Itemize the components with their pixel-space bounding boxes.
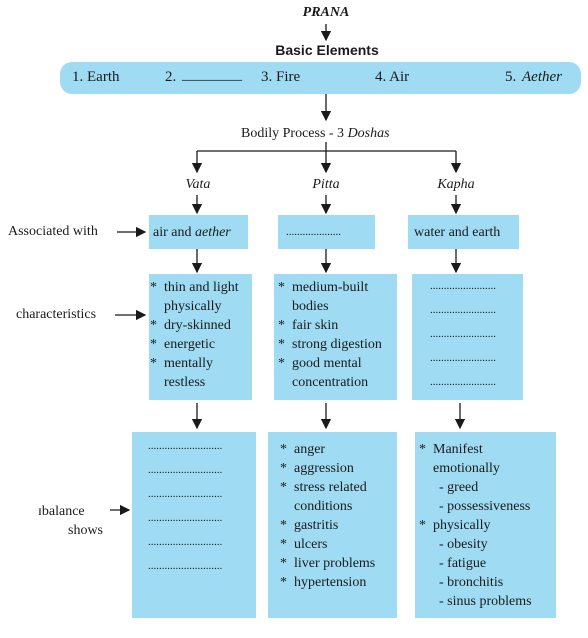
vata-associated-aether: aether — [194, 225, 231, 240]
vata-char-item: dry-skinned — [150, 316, 239, 335]
label-imbalance: ɪbalance — [38, 504, 85, 519]
kapha-imb-item: - obesity — [439, 537, 488, 552]
element-aether: Aether — [522, 69, 562, 85]
kapha-imb-item: - sinus problems — [439, 594, 532, 609]
kapha-associated-text: water and earth — [414, 225, 501, 240]
vata-characteristics-box: thin and light physically dry-skinned en… — [149, 274, 252, 400]
vata-char-item: physically — [164, 299, 222, 314]
pitta-char-item: fair skin — [278, 316, 382, 335]
kapha-imb-item: - bronchitis — [439, 575, 504, 590]
dosha-kapha: Kapha — [437, 177, 475, 192]
vata-char-item: energetic — [150, 335, 239, 354]
pitta-char-item: good mental — [278, 354, 382, 373]
pitta-char-item: strong digestion — [278, 335, 382, 354]
kapha-imb-item: Manifest — [419, 440, 532, 459]
pitta-associated-blank: .................... — [286, 226, 341, 238]
pitta-imb-item: conditions — [294, 499, 353, 514]
vata-associated-text: air and aether — [153, 223, 231, 242]
kapha-imb-item: - possessiveness — [439, 499, 531, 514]
basic-elements-bar — [60, 62, 581, 94]
vata-char-item: mentally — [150, 354, 239, 373]
kapha-imbalance-box: Manifest emotionally - greed - possessiv… — [415, 432, 556, 618]
vata-imb-blank: ........................... — [148, 440, 223, 452]
kapha-characteristics-box: ........................ ...............… — [412, 274, 523, 400]
kapha-associated-box: water and earth — [408, 215, 519, 249]
element-aether-number: 5. — [505, 69, 517, 85]
doshas-word: Doshas — [347, 126, 390, 141]
vata-char-item: thin and light — [150, 278, 239, 297]
pitta-imb-item: liver problems — [280, 554, 375, 573]
pitta-imb-item: aggression — [280, 459, 375, 478]
pitta-imb-item: gastritis — [280, 516, 375, 535]
pitta-char-item: medium-built — [278, 278, 382, 297]
element-air: 4. Air — [375, 69, 410, 85]
element-earth: 1. Earth — [72, 69, 120, 85]
vata-imbalance-box: ........................... ............… — [132, 432, 256, 618]
bodily-process-prefix: Bodily Process - 3 — [241, 126, 348, 141]
dosha-pitta: Pitta — [312, 177, 340, 192]
element-blank-label: 2. — [165, 69, 177, 85]
vata-associated-prefix: air and — [153, 225, 195, 240]
prana-title: PRANA — [302, 5, 350, 20]
kapha-imb-item: physically — [419, 516, 532, 535]
kapha-char-blank: ........................ — [430, 304, 496, 316]
pitta-associated-box: .................... — [278, 215, 375, 249]
pitta-imb-item: hypertension — [280, 573, 375, 592]
kapha-char-blank: ........................ — [430, 352, 496, 364]
basic-elements-heading: Basic Elements — [275, 42, 379, 58]
dosha-vata: Vata — [185, 177, 211, 192]
vata-imb-blank: ........................... — [148, 536, 223, 548]
kapha-imb-item: - fatigue — [439, 556, 487, 571]
vata-imb-blank: ........................... — [148, 464, 223, 476]
kapha-imb-item: - greed — [439, 480, 479, 495]
label-characteristics: characteristics — [16, 307, 97, 322]
pitta-imbalance-box: anger aggression stress related conditio… — [268, 432, 397, 618]
bodily-process-label: Bodily Process - 3 Doshas — [241, 124, 390, 143]
kapha-imb-item: emotionally — [433, 461, 500, 476]
element-blank-line: ________ — [182, 67, 242, 83]
pitta-char-item: bodies — [292, 299, 329, 314]
pitta-imb-item: ulcers — [280, 535, 375, 554]
vata-associated-box: air and aether — [149, 215, 248, 249]
element-fire: 3. Fire — [261, 69, 301, 85]
pitta-char-item: concentration — [292, 375, 369, 390]
kapha-char-blank: ........................ — [430, 376, 496, 388]
label-imbalance-shows: shows — [68, 523, 104, 538]
vata-imb-blank: ........................... — [148, 512, 223, 524]
kapha-char-blank: ........................ — [430, 328, 496, 340]
pitta-imb-item: anger — [280, 440, 375, 459]
kapha-char-blank: ........................ — [430, 280, 496, 292]
vata-char-item: restless — [164, 375, 206, 390]
pitta-imb-item: stress related — [280, 478, 375, 497]
vata-imb-blank: ........................... — [148, 560, 223, 572]
pitta-characteristics-box: medium-built bodies fair skin strong dig… — [274, 274, 397, 400]
vata-imb-blank: ........................... — [148, 488, 223, 500]
label-associated-with: Associated with — [8, 224, 98, 239]
